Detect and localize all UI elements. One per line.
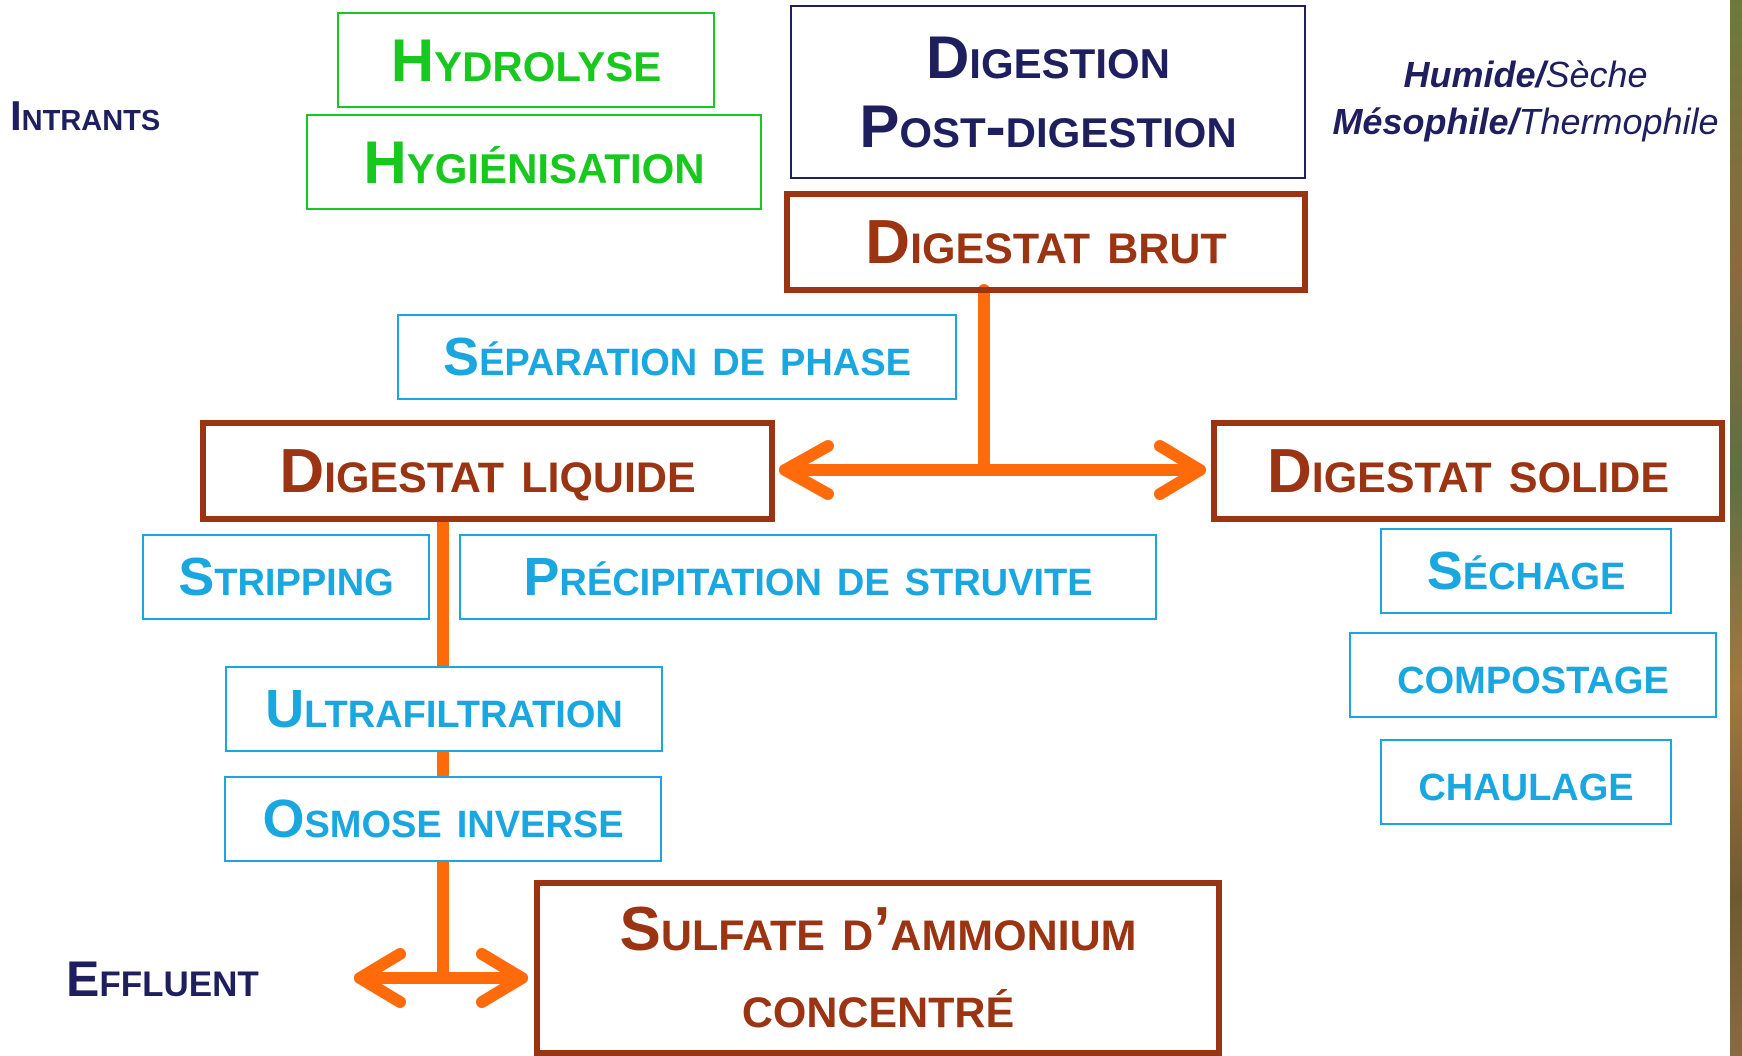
- digestat-brut-label: Digestat brut: [865, 207, 1227, 277]
- digestion-label: Digestion: [925, 24, 1170, 91]
- arrowhead-right-solide: [1154, 440, 1206, 500]
- mode-mesophile-thermophile: Mésophile/Thermophile: [1318, 99, 1733, 146]
- sechage-box: Séchage: [1380, 528, 1672, 614]
- hygienisation-label: Hygiénisation: [363, 128, 705, 196]
- mode-mesophile: Mésophile/: [1332, 100, 1519, 142]
- digestion-modes: Humide/Sèche Mésophile/Thermophile: [1318, 52, 1733, 146]
- ultrafiltration-box: Ultrafiltration: [225, 666, 663, 752]
- digestion-box: Digestion Post-digestion: [790, 5, 1306, 179]
- stripping-label: Stripping: [178, 547, 394, 607]
- compostage-box: compostage: [1349, 632, 1717, 718]
- mode-humide: Humide/: [1403, 54, 1546, 95]
- stripping-box: Stripping: [142, 534, 430, 620]
- arrowhead-left-liquide: [779, 440, 834, 500]
- chaulage-box: chaulage: [1380, 739, 1672, 825]
- ultrafiltration-label: Ultrafiltration: [265, 679, 623, 739]
- mode-humide-seche: Humide/Sèche: [1318, 52, 1733, 99]
- sechage-label: Séchage: [1426, 541, 1626, 601]
- mode-thermophile: Thermophile: [1518, 100, 1719, 142]
- intrants-label: Intrants: [10, 92, 161, 139]
- separation-phase-box: Séparation de phase: [397, 314, 957, 400]
- hydrolyse-label: Hydrolyse: [390, 26, 662, 94]
- osmose-inverse-label: Osmose inverse: [262, 789, 624, 849]
- decorative-photo-strip: [1730, 0, 1742, 1056]
- mode-seche: Sèche: [1545, 54, 1648, 95]
- digestat-liquide-box: Digestat liquide: [200, 420, 775, 522]
- precipitation-struvite-label: Précipitation de struvite: [523, 547, 1093, 607]
- arrowhead-left-effluent: [354, 948, 406, 1008]
- sulfate-ammonium-box: Sulfate d’ammonium concentré: [534, 880, 1222, 1056]
- digestat-solide-label: Digestat solide: [1266, 436, 1670, 506]
- digestat-liquide-label: Digestat liquide: [279, 436, 696, 506]
- compostage-label: compostage: [1397, 645, 1669, 705]
- hydrolyse-box: Hydrolyse: [337, 12, 715, 108]
- digestat-solide-box: Digestat solide: [1211, 420, 1725, 522]
- effluent-label: Effluent: [66, 951, 259, 1007]
- separation-phase-label: Séparation de phase: [443, 327, 911, 387]
- precipitation-struvite-box: Précipitation de struvite: [459, 534, 1157, 620]
- arrowhead-right-sulfate: [476, 948, 528, 1008]
- sulfate-line2: concentré: [741, 972, 1015, 1041]
- sulfate-line1: Sulfate d’ammonium: [619, 894, 1137, 964]
- chaulage-label: chaulage: [1418, 752, 1634, 812]
- digestat-brut-box: Digestat brut: [784, 191, 1308, 293]
- osmose-inverse-box: Osmose inverse: [224, 776, 662, 862]
- post-digestion-label: Post-digestion: [859, 93, 1237, 160]
- hygienisation-box: Hygiénisation: [306, 114, 762, 210]
